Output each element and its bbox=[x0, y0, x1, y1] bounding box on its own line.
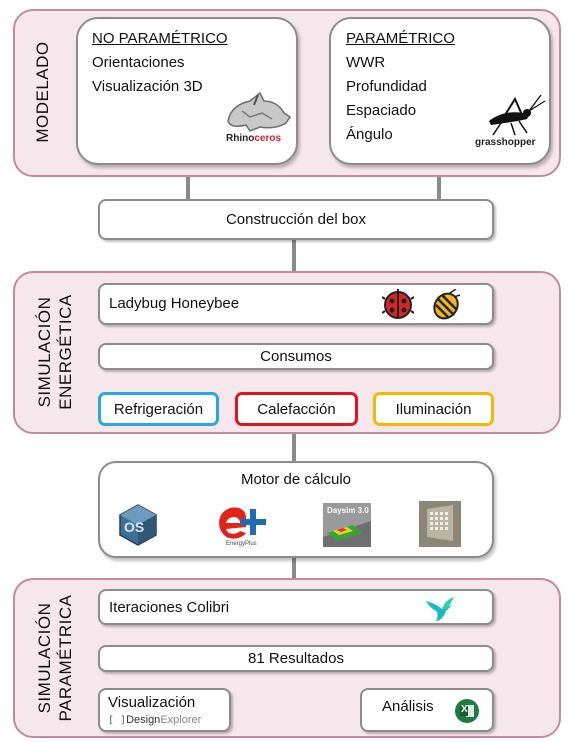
rhinoceros-logo: Rhinoceros bbox=[220, 91, 296, 151]
connector-motor-param bbox=[292, 558, 296, 588]
iluminacion-label: Iluminación bbox=[395, 400, 472, 418]
ladybug-icon bbox=[381, 289, 415, 321]
energyplus-caption: EnergyPlus bbox=[226, 541, 257, 547]
daysim-text: Daysim 3.0 bbox=[327, 506, 369, 515]
ladybug-honeybee-box: Ladybug Honeybee bbox=[98, 283, 494, 325]
daysim-icon: Daysim 3.0 bbox=[323, 503, 371, 547]
no-parametrico-box: NO PARAMÉTRICO Orientaciones Visualizaci… bbox=[76, 17, 298, 165]
design-explorer-bracket-icon: [ ] bbox=[108, 715, 127, 726]
design-explorer-text-b: Explorer bbox=[160, 714, 202, 726]
analisis-box: Análisis X bbox=[360, 688, 494, 732]
os-text: OS bbox=[124, 519, 145, 535]
simulacion-parametrica-label-1: SIMULACIÓN bbox=[35, 602, 54, 714]
visualizacion-label: Visualización bbox=[108, 694, 196, 711]
grasshopper-text: grasshopper bbox=[475, 137, 536, 148]
consumos-box: Consumos bbox=[98, 343, 494, 370]
no-parametrico-item: Visualización 3D bbox=[92, 78, 203, 95]
no-parametrico-item: Orientaciones bbox=[92, 54, 185, 71]
visualizacion-box: Visualización [ ]DesignExplorer bbox=[98, 688, 231, 732]
connector-right-top bbox=[437, 165, 441, 199]
iteraciones-colibri-box: Iteraciones Colibri bbox=[98, 589, 494, 625]
simulacion-energetica-label-1: SIMULACIÓN bbox=[35, 296, 54, 408]
calefaccion-label: Calefacción bbox=[257, 400, 336, 418]
connector-box-energy bbox=[292, 240, 296, 272]
resultados-label: 81 Resultados bbox=[248, 650, 344, 667]
calefaccion-box: Calefacción bbox=[235, 392, 358, 426]
connector-energy-motor bbox=[292, 433, 296, 461]
parametrico-item: Ángulo bbox=[346, 126, 393, 143]
parametrico-item: Espaciado bbox=[346, 102, 417, 119]
excel-letter: X bbox=[461, 704, 468, 715]
parametrico-item: WWR bbox=[346, 54, 386, 71]
motor-label: Motor de cálculo bbox=[240, 471, 352, 488]
resultados-box: 81 Resultados bbox=[98, 645, 494, 672]
excel-icon: X bbox=[454, 698, 480, 724]
rhino-text: Rhino bbox=[226, 133, 255, 144]
radiance-icon bbox=[419, 501, 461, 547]
parametrico-item: Profundidad bbox=[346, 78, 427, 95]
grasshopper-logo: grasshopper bbox=[471, 91, 547, 153]
parametrico-box: PARAMÉTRICO WWR Profundidad Espaciado Án… bbox=[329, 17, 551, 165]
consumos-label: Consumos bbox=[260, 348, 332, 365]
iluminacion-box: Iluminación bbox=[373, 392, 494, 426]
energyplus-icon: EnergyPlus bbox=[212, 503, 272, 551]
parametrico-title: PARAMÉTRICO bbox=[346, 30, 455, 47]
honeybee-icon bbox=[430, 288, 462, 321]
connector-left-top bbox=[186, 165, 190, 199]
analisis-label: Análisis bbox=[382, 698, 434, 715]
motor-de-calculo-box: Motor de cálculo OS EnergyPlus Daysim 3.… bbox=[98, 461, 494, 558]
colibri-icon bbox=[422, 593, 458, 623]
openstudio-icon: OS bbox=[116, 503, 160, 547]
refrigeracion-label: Refrigeración bbox=[113, 400, 204, 418]
design-explorer-text-a: Design bbox=[126, 714, 161, 726]
ladybug-honeybee-label: Ladybug Honeybee bbox=[109, 295, 240, 312]
construccion-box: Construcción del box bbox=[98, 199, 494, 240]
simulacion-parametrica-label-2: PARAMÉTRICA bbox=[56, 594, 75, 722]
construccion-label: Construcción del box bbox=[225, 211, 367, 228]
refrigeracion-box: Refrigeración bbox=[98, 392, 219, 426]
no-parametrico-title: NO PARAMÉTRICO bbox=[92, 30, 228, 47]
iteraciones-label: Iteraciones Colibri bbox=[109, 599, 230, 616]
design-explorer-logo: [ ]DesignExplorer bbox=[108, 714, 201, 726]
ceros-text: ceros bbox=[254, 133, 282, 144]
simulacion-energetica-label-2: ENERGÉTICA bbox=[56, 294, 75, 410]
modelado-label: MODELADO bbox=[33, 41, 52, 143]
